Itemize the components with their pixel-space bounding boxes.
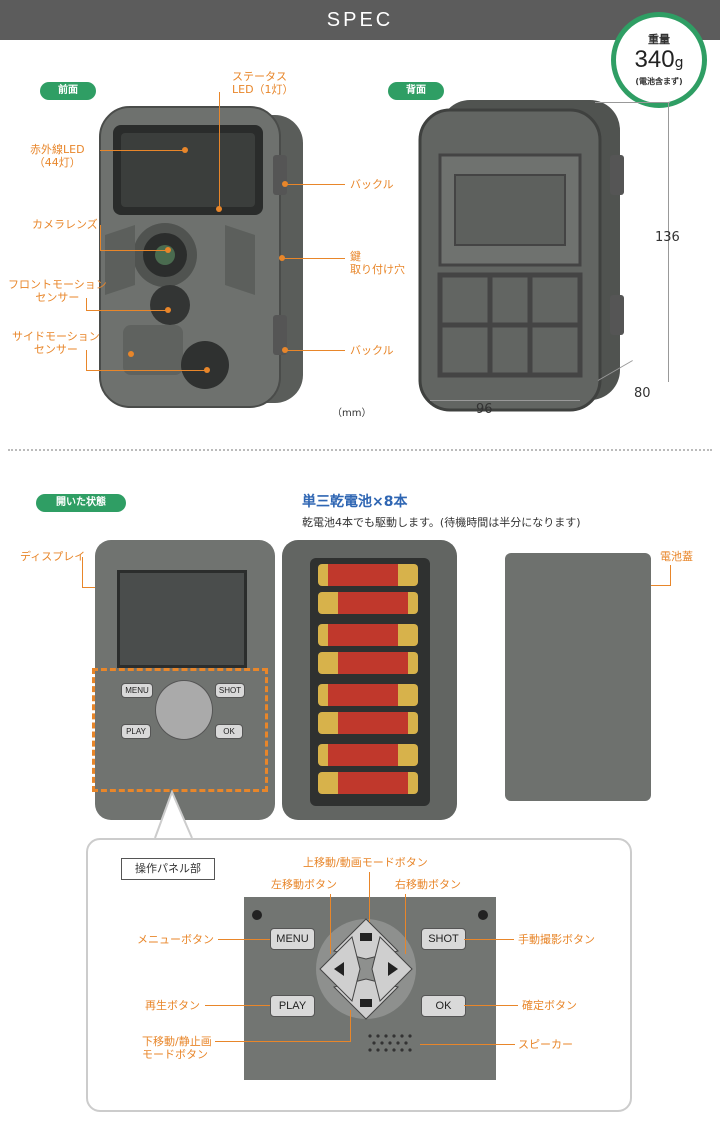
battery-title: 単三乾電池×8本	[302, 494, 408, 510]
left-button-label: 左移動ボタン	[271, 878, 337, 891]
weight-label: 重量	[648, 33, 670, 46]
play-button[interactable]: PLAY	[270, 995, 315, 1017]
ok-button[interactable]: OK	[421, 995, 466, 1017]
weight-badge: 重量 340g (電池含まず)	[611, 12, 707, 108]
menu-button-label: メニューボタン	[137, 933, 214, 946]
weight-unit: g	[674, 55, 684, 71]
down-label-line2: モードボタン	[142, 1048, 208, 1061]
front-sensor-line1: フロントモーション	[8, 278, 107, 291]
key-hole-line2: 取り付け穴	[350, 263, 405, 276]
dim-depth: 80	[634, 386, 651, 401]
up-button-label: 上移動/動画モードボタン	[303, 856, 428, 869]
dim-height: 136	[655, 230, 680, 245]
down-label-line1: 下移動/静止画	[142, 1035, 212, 1048]
spec-title: SPEC	[326, 9, 394, 31]
buckle-top-label: バックル	[350, 178, 394, 191]
speaker-grille	[368, 1034, 412, 1052]
ir-led-label: 赤外線LED （44灯）	[30, 143, 85, 169]
control-panel-highlight	[92, 668, 268, 792]
small-shot-button[interactable]: SHOT	[215, 683, 245, 698]
status-led-line1: ステータス	[232, 70, 287, 83]
shot-button-label: 手動撮影ボタン	[518, 933, 595, 946]
ir-led-line2: （44灯）	[33, 156, 81, 169]
back-camera-image	[418, 100, 624, 412]
unit-label: （mm）	[332, 408, 372, 419]
section-divider	[8, 449, 712, 451]
spec-header: SPEC	[0, 0, 720, 40]
battery-cover	[505, 553, 651, 801]
battery-note: 乾電池4本でも駆動します。(待機時間は半分になります)	[302, 516, 581, 529]
key-hole-label: 鍵 取り付け穴	[350, 250, 405, 276]
speaker-label: スピーカー	[518, 1038, 573, 1051]
side-sensor-line2: センサー	[33, 343, 78, 356]
screw-right	[478, 910, 488, 920]
dim-width: 96	[476, 402, 493, 417]
side-sensor-line1: サイドモーション	[12, 330, 100, 343]
small-menu-button[interactable]: MENU	[121, 683, 153, 698]
dpad[interactable]	[316, 915, 416, 1023]
small-ok-button[interactable]: OK	[215, 724, 243, 739]
front-camera-image	[99, 106, 303, 408]
play-button-label: 再生ボタン	[145, 999, 200, 1012]
ir-led-line1: 赤外線LED	[30, 143, 85, 156]
weight-value: 340	[634, 46, 675, 73]
open-pill: 開いた状態	[36, 494, 126, 512]
front-pill: 前面	[40, 82, 96, 100]
buckle-bottom-label: バックル	[350, 344, 394, 357]
side-sensor-label: サイドモーション センサー	[12, 330, 100, 356]
front-sensor-label: フロントモーション センサー	[8, 278, 107, 304]
callout-pointer	[154, 790, 193, 839]
screw-left	[252, 910, 262, 920]
right-button-label: 右移動ボタン	[395, 878, 461, 891]
status-led-label: ステータス LED（1灯）	[232, 70, 294, 96]
shot-button[interactable]: SHOT	[421, 928, 466, 950]
front-sensor-line2: センサー	[35, 291, 80, 304]
status-led-line2: LED（1灯）	[232, 83, 294, 96]
weight-note: (電池含まず)	[635, 77, 683, 86]
key-hole-line1: 鍵	[350, 250, 361, 263]
back-pill: 背面	[388, 82, 444, 100]
camera-lens-label: カメラレンズ	[32, 218, 98, 231]
battery-cover-label: 電池蓋	[660, 550, 693, 563]
open-front-cover: MENU SHOT PLAY OK	[95, 540, 275, 820]
small-dpad[interactable]	[155, 680, 213, 740]
lcd-display	[117, 570, 247, 668]
ok-button-label: 確定ボタン	[522, 999, 577, 1012]
panel-title: 操作パネル部	[121, 858, 215, 880]
small-play-button[interactable]: PLAY	[121, 724, 151, 739]
weight-value-wrap: 340g	[616, 47, 702, 76]
batteries	[318, 564, 418, 794]
menu-button[interactable]: MENU	[270, 928, 315, 950]
down-button-label: 下移動/静止画 モードボタン	[142, 1035, 212, 1061]
display-label: ディスプレイ	[20, 550, 86, 563]
